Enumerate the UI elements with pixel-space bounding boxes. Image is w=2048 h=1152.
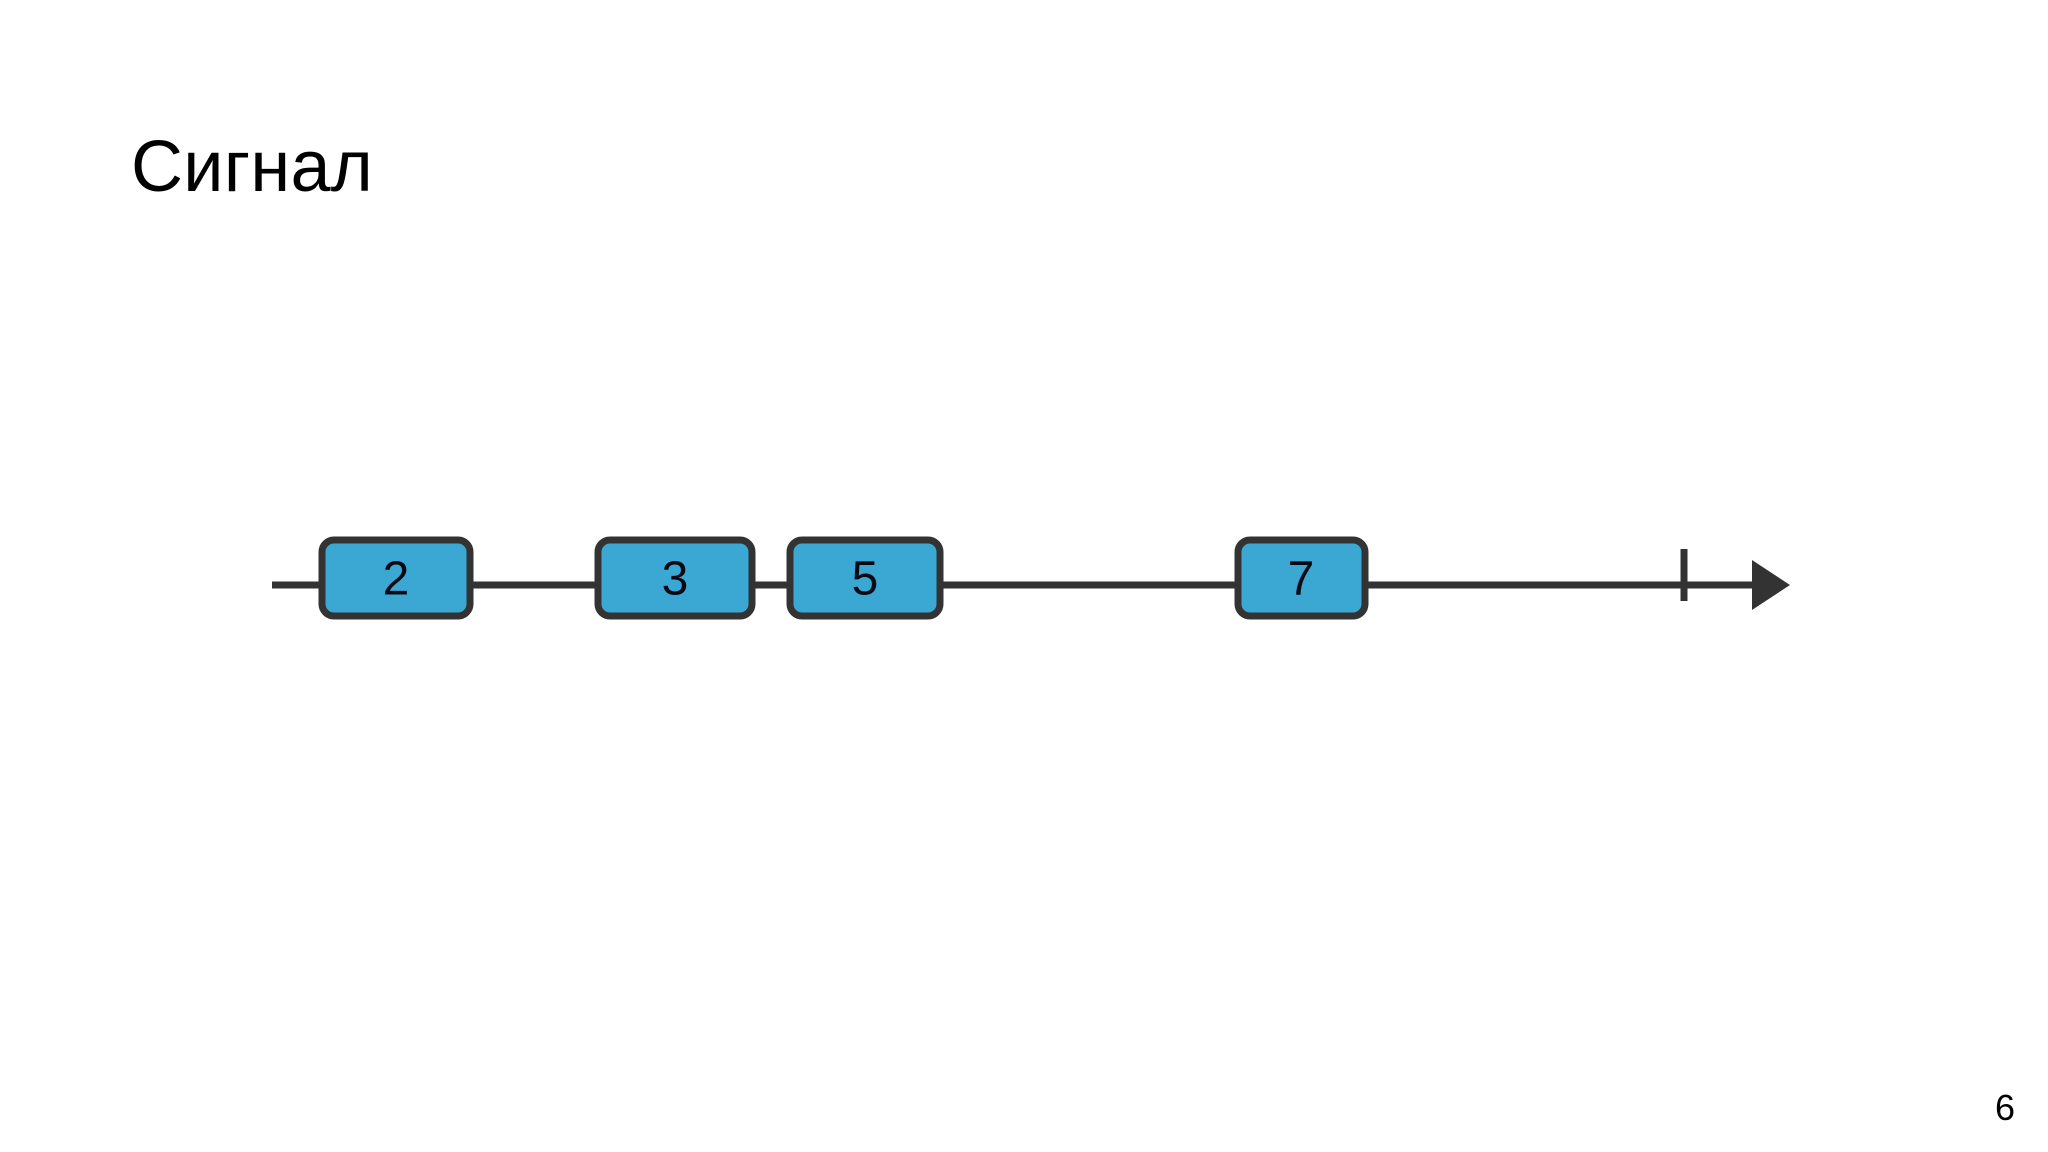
packet-box-4[interactable] (1234, 536, 1369, 620)
page-title: Сигнал (131, 127, 374, 207)
packet-box-1[interactable] (318, 536, 474, 620)
packet-block-1[interactable]: 2 (318, 536, 474, 620)
packet-label-2: 3 (662, 553, 689, 606)
packet-box-3[interactable] (786, 536, 944, 620)
packet-block-4[interactable]: 7 (1234, 536, 1369, 620)
packet-label-4: 7 (1288, 553, 1315, 606)
packet-block-3[interactable]: 5 (786, 536, 944, 620)
packet-label-3: 5 (852, 553, 879, 606)
packet-label-1: 2 (383, 553, 410, 606)
packet-box-2[interactable] (594, 536, 756, 620)
timeline-arrow-head (1752, 560, 1790, 610)
page-number: 6 (1994, 1087, 2015, 1128)
packet-block-2[interactable]: 3 (594, 536, 756, 620)
